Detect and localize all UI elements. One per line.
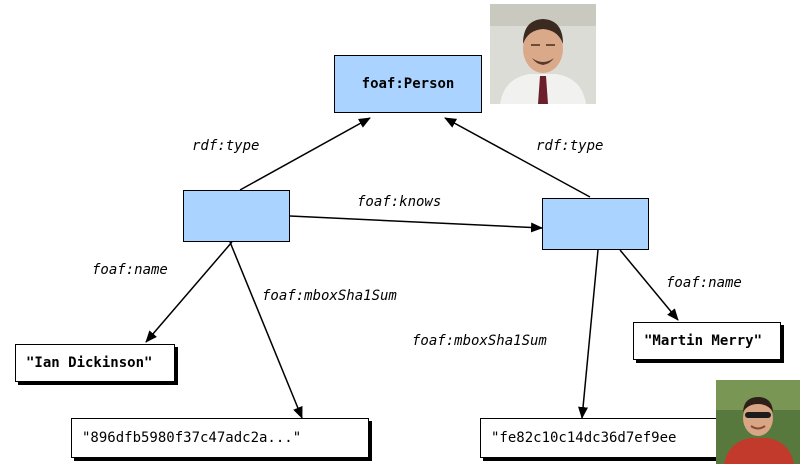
label-rdf-type-right: rdf:type xyxy=(536,138,604,154)
edge-foaf-knows xyxy=(289,215,543,233)
edge-foaf-name-left xyxy=(145,241,233,343)
label-foaf-name-right: foaf:name xyxy=(666,275,742,291)
edge-foaf-name-right xyxy=(619,249,679,321)
label-rdf-type-left: rdf:type xyxy=(192,138,260,154)
label-foaf-sha-left: foaf:mboxSha1Sum xyxy=(262,288,397,304)
node-foaf-person: foaf:Person xyxy=(334,55,482,113)
label-foaf-name-left: foaf:name xyxy=(92,262,168,278)
photo-martin-merry xyxy=(716,380,800,464)
edge-rdf-type-left xyxy=(239,117,371,191)
edge-foaf-sha-right xyxy=(578,249,599,419)
edge-foaf-sha-left xyxy=(229,241,303,419)
literal-martin-name: "Martin Merry" xyxy=(633,322,781,360)
literal-martin-sha: "fe82c10c14dc36d7ef9ee xyxy=(480,418,720,458)
label-foaf-knows: foaf:knows xyxy=(357,194,442,210)
label-foaf-sha-right: foaf:mboxSha1Sum xyxy=(412,333,547,349)
node-martin-resource xyxy=(542,198,649,250)
literal-ian-sha: "896dfb5980f37c47adc2a..." xyxy=(71,418,369,458)
photo-ian-dickinson xyxy=(490,4,596,104)
literal-ian-name: "Ian Dickinson" xyxy=(15,344,175,382)
edge-rdf-type-right xyxy=(444,117,591,198)
node-ian-resource xyxy=(183,190,290,242)
